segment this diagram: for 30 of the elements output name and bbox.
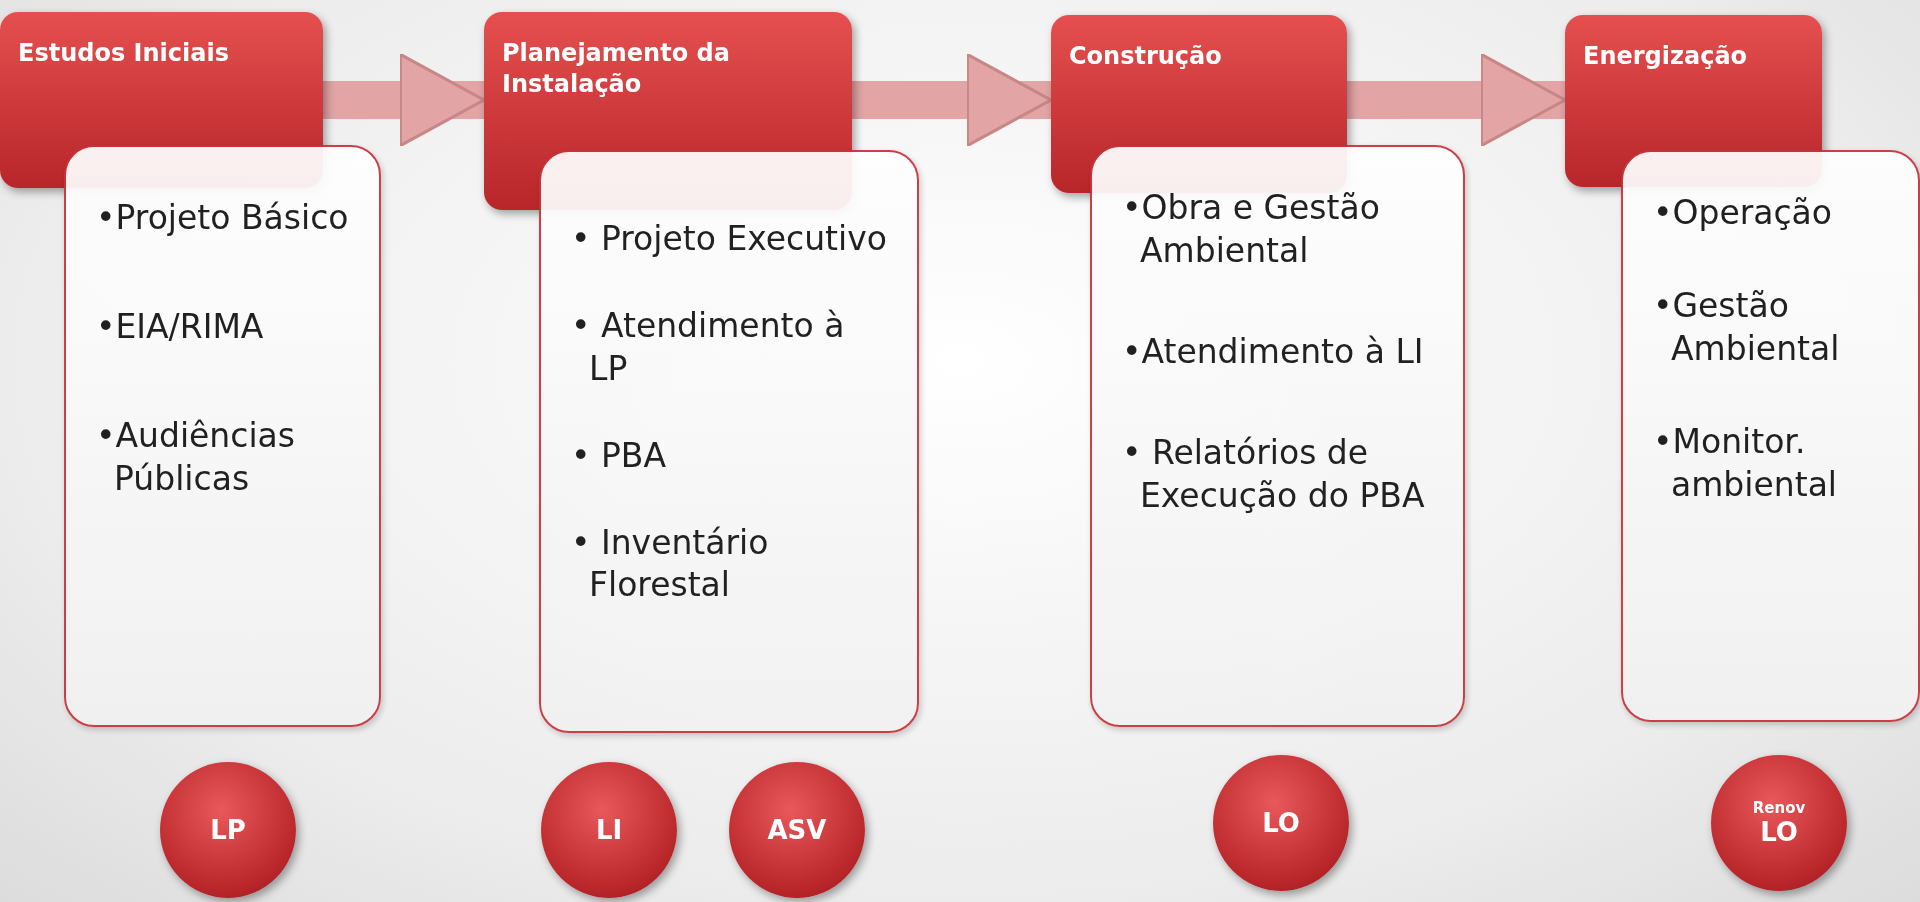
list-item: •Monitor. ambiental xyxy=(1653,420,1839,506)
stage-title: Construção xyxy=(1069,42,1222,70)
block-arrow xyxy=(852,52,1053,148)
stage-title: Planejamento da Instalação xyxy=(502,39,730,99)
block-arrow xyxy=(323,52,486,148)
activity-card xyxy=(1621,150,1920,722)
license-label: LP xyxy=(210,815,246,845)
license-label: LO xyxy=(1760,817,1798,847)
list-item: • Inventário Florestal xyxy=(571,521,770,607)
list-item: • Projeto Executivo xyxy=(571,218,887,260)
activity-card xyxy=(1090,145,1465,727)
list-item: •Obra e Gestão Ambiental xyxy=(1122,187,1381,272)
activity-card xyxy=(64,145,381,727)
license-label: Renov xyxy=(1752,799,1806,817)
list-item: •EIA/RIMA xyxy=(96,305,265,348)
stage-title: Estudos Iniciais xyxy=(18,39,229,67)
activity-card xyxy=(539,150,919,733)
license-label: LI xyxy=(595,815,623,845)
list-item: •Audiências Públicas xyxy=(96,414,296,500)
list-item: •Projeto Básico xyxy=(96,197,349,239)
list-item: • Relatórios de Execução do PBA xyxy=(1122,431,1426,517)
list-item: •Atendimento à LI xyxy=(1122,330,1425,373)
license-label: LO xyxy=(1262,808,1300,838)
stage-title: Energização xyxy=(1583,42,1748,70)
list-item: • Atendimento à LP xyxy=(571,304,846,390)
list-item: •Gestão Ambiental xyxy=(1653,284,1841,370)
block-arrow xyxy=(1347,52,1567,148)
list-item: •Operação xyxy=(1653,192,1834,234)
list-item: • PBA xyxy=(571,434,668,477)
license-label: ASV xyxy=(767,815,827,845)
